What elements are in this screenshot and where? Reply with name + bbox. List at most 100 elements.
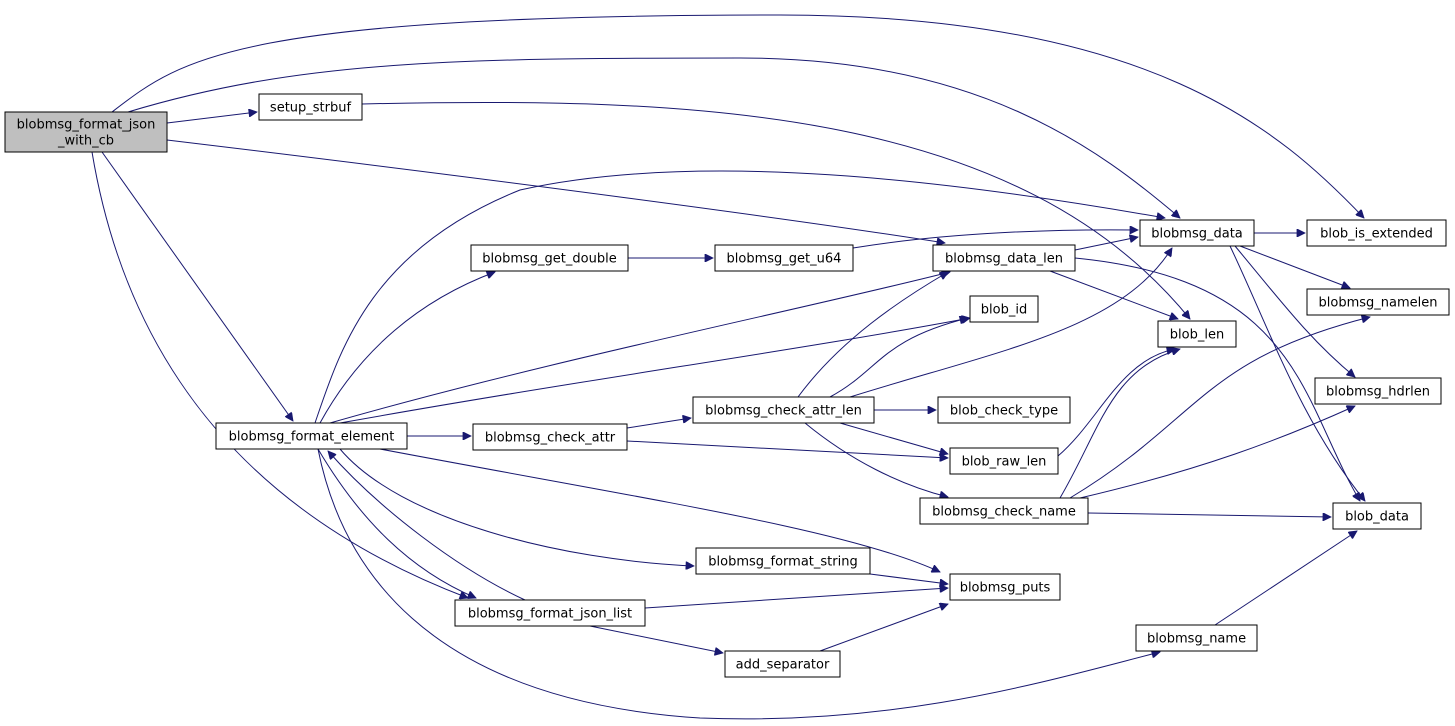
edge-blobmsg_check_attr-to-blob_raw_len bbox=[626, 440, 948, 458]
node-box bbox=[692, 396, 875, 424]
node-blob_is_extended[interactable]: blob_is_extended bbox=[1306, 219, 1447, 247]
edge-blobmsg_check_attr_len-to-blobmsg_data_len bbox=[797, 272, 948, 398]
edge-blobmsg_format_json_list-to-blobmsg_format_element bbox=[328, 451, 526, 601]
edge-blobmsg_format_element-to-blobmsg_format_string bbox=[339, 448, 694, 566]
node-box bbox=[949, 447, 1059, 475]
node-label: blobmsg_format_string bbox=[708, 555, 857, 570]
node-box bbox=[695, 547, 871, 575]
edge-blobmsg_data-to-blobmsg_namelen bbox=[1239, 245, 1350, 288]
node-label: blob_is_extended bbox=[1320, 227, 1433, 242]
edge-blobmsg_check_attr_len-to-blobmsg_data bbox=[849, 248, 1172, 398]
node-label: blobmsg_puts bbox=[960, 581, 1051, 596]
node-setup_strbuf[interactable]: setup_strbuf bbox=[258, 93, 363, 121]
node-blobmsg_data_len[interactable]: blobmsg_data_len bbox=[932, 244, 1076, 272]
node-blobmsg_format_string[interactable]: blobmsg_format_string bbox=[695, 547, 871, 575]
edge-blobmsg_format_element-to-blobmsg_data bbox=[314, 170, 1165, 424]
node-label: blobmsg_format_element bbox=[229, 430, 395, 445]
edge-blobmsg_format_json_list-to-blobmsg_puts bbox=[644, 588, 948, 609]
node-box bbox=[1135, 624, 1258, 652]
edge-blobmsg_check_name-to-blob_len bbox=[1059, 349, 1180, 499]
node-blobmsg_check_name[interactable]: blobmsg_check_name bbox=[919, 497, 1089, 525]
node-blobmsg_hdrlen[interactable]: blobmsg_hdrlen bbox=[1314, 377, 1442, 405]
node-blob_len[interactable]: blob_len bbox=[1157, 320, 1237, 348]
node-label: setup_strbuf bbox=[270, 101, 352, 116]
edge-blobmsg_check_name-to-blob_data bbox=[1087, 512, 1331, 517]
node-label: blobmsg_check_attr_len bbox=[705, 404, 862, 419]
node-box bbox=[932, 244, 1076, 272]
node-blobmsg_format_element[interactable]: blobmsg_format_element bbox=[215, 422, 408, 450]
edge-setup_strbuf-to-blob_len bbox=[361, 101, 1190, 319]
node-blob_check_type[interactable]: blob_check_type bbox=[937, 396, 1071, 424]
node-blobmsg_check_attr[interactable]: blobmsg_check_attr bbox=[472, 423, 628, 451]
node-box bbox=[258, 93, 363, 121]
edge-blobmsg_data_len-to-blob_len bbox=[1049, 270, 1178, 319]
edge-blobmsg_format_json_with_cb-to-setup_strbuf bbox=[166, 112, 257, 124]
edge-blobmsg_format_json_list-to-add_separator bbox=[589, 625, 723, 653]
node-label: blobmsg_format_json_list bbox=[468, 607, 632, 622]
edge-blobmsg_name-to-blob_data bbox=[1214, 531, 1357, 626]
node-blob_raw_len[interactable]: blob_raw_len bbox=[949, 447, 1059, 475]
edge-blobmsg_data-to-blob_data bbox=[1229, 245, 1365, 501]
node-add_separator[interactable]: add_separator bbox=[724, 650, 841, 678]
node-blobmsg_name[interactable]: blobmsg_name bbox=[1135, 624, 1258, 652]
node-box bbox=[472, 423, 628, 451]
edge-blobmsg_format_json_with_cb-to-blobmsg_data bbox=[127, 57, 1180, 218]
node-blobmsg_get_double[interactable]: blobmsg_get_double bbox=[470, 244, 629, 272]
nodes-layer: blobmsg_format_json_with_cb setup_strbufb… bbox=[4, 93, 1450, 678]
node-box bbox=[4, 111, 168, 153]
node-label: blob_raw_len bbox=[962, 455, 1047, 470]
node-box bbox=[1157, 320, 1237, 348]
edge-blobmsg_format_element-to-blobmsg_data_len bbox=[329, 272, 950, 424]
node-label: blob_data bbox=[1345, 510, 1409, 525]
node-box bbox=[1306, 288, 1450, 316]
edge-blobmsg_data-to-blobmsg_hdrlen bbox=[1234, 245, 1355, 377]
node-box bbox=[215, 422, 408, 450]
edge-blobmsg_format_element-to-blob_id bbox=[339, 318, 970, 424]
edge-blobmsg_format_element-to-blobmsg_get_double bbox=[319, 272, 495, 424]
node-blob_data[interactable]: blob_data bbox=[1332, 502, 1422, 530]
node-box bbox=[714, 244, 854, 272]
node-box bbox=[724, 650, 841, 678]
node-box bbox=[454, 599, 646, 627]
node-label: blobmsg_get_double bbox=[482, 252, 616, 267]
edge-blob_raw_len-to-blob_len bbox=[1057, 349, 1175, 457]
node-label: blobmsg_check_attr bbox=[485, 431, 616, 446]
node-blobmsg_get_u64[interactable]: blobmsg_get_u64 bbox=[714, 244, 854, 272]
edge-blobmsg_format_json_with_cb-to-blob_is_extended bbox=[111, 14, 1364, 218]
node-label: blobmsg_namelen bbox=[1319, 296, 1438, 311]
node-box bbox=[949, 573, 1061, 601]
node-label: blobmsg_name bbox=[1147, 632, 1246, 647]
node-label: blobmsg_get_u64 bbox=[727, 252, 842, 267]
node-box bbox=[1314, 377, 1442, 405]
edge-blobmsg_format_json_with_cb-to-blobmsg_format_element bbox=[101, 151, 293, 421]
node-blobmsg_data[interactable]: blobmsg_data bbox=[1139, 219, 1255, 247]
node-blobmsg_namelen[interactable]: blobmsg_namelen bbox=[1306, 288, 1450, 316]
node-box bbox=[919, 497, 1089, 525]
node-box bbox=[1139, 219, 1255, 247]
edge-blobmsg_format_json_with_cb-to-blobmsg_format_json_list bbox=[91, 151, 468, 598]
node-label: blobmsg_data bbox=[1151, 227, 1243, 242]
node-label: _with_cb bbox=[57, 134, 114, 149]
node-label: blob_len bbox=[1170, 328, 1224, 343]
node-blobmsg_check_attr_len[interactable]: blobmsg_check_attr_len bbox=[692, 396, 875, 424]
edge-blobmsg_format_element-to-blobmsg_name bbox=[317, 448, 1160, 720]
edge-blobmsg_data_len-to-blobmsg_data bbox=[1074, 237, 1138, 251]
node-blobmsg_puts[interactable]: blobmsg_puts bbox=[949, 573, 1061, 601]
node-label: add_separator bbox=[736, 658, 830, 673]
node-blob_id[interactable]: blob_id bbox=[969, 295, 1039, 323]
edge-blobmsg_check_name-to-blobmsg_hdrlen bbox=[1079, 406, 1355, 499]
node-label: blob_check_type bbox=[950, 404, 1058, 419]
node-label: blob_id bbox=[981, 303, 1027, 318]
node-box bbox=[470, 244, 629, 272]
node-label: blobmsg_data_len bbox=[945, 252, 1063, 267]
edge-blobmsg_format_element-to-blobmsg_format_json_list bbox=[317, 448, 476, 598]
edges-layer bbox=[91, 14, 1370, 720]
node-blobmsg_format_json_list[interactable]: blobmsg_format_json_list bbox=[454, 599, 646, 627]
node-blobmsg_format_json_with_cb[interactable]: blobmsg_format_json_with_cb bbox=[4, 111, 168, 153]
edge-blobmsg_format_string-to-blobmsg_puts bbox=[869, 573, 948, 584]
node-label: blobmsg_format_json bbox=[17, 118, 156, 133]
edge-blobmsg_check_attr_len-to-blob_id bbox=[829, 318, 968, 398]
node-box bbox=[937, 396, 1071, 424]
node-box bbox=[1306, 219, 1447, 247]
